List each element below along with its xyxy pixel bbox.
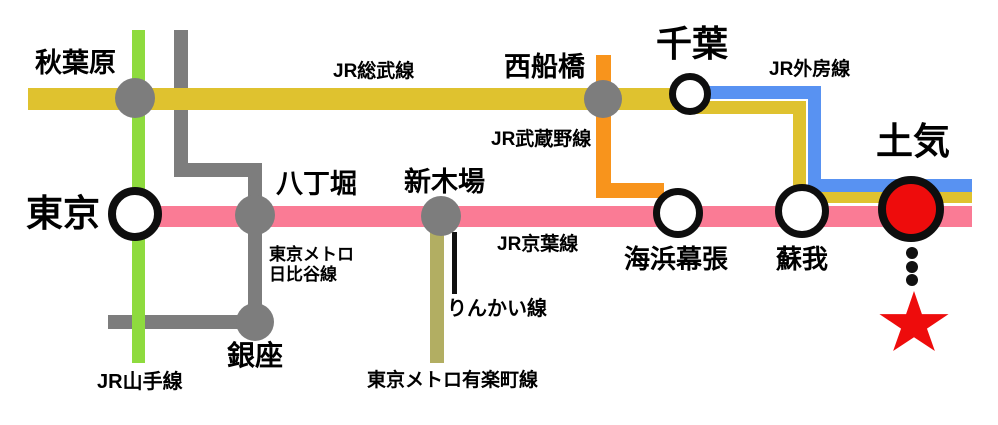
station-marker-kaihin-makuhari — [653, 188, 703, 238]
line-label-keiyo: JR京葉線 — [497, 234, 579, 255]
hibiya-line-segment-horizontal-ginza — [108, 315, 255, 329]
station-label-toke: 土気 — [876, 121, 950, 162]
line-label-hibiya-line1: 東京メトロ — [269, 245, 354, 264]
connector-dot-2 — [906, 261, 918, 273]
yurakucho-line-segment — [430, 228, 444, 363]
musashino-line-segment-vertical — [596, 55, 611, 190]
station-marker-chiba — [669, 73, 711, 115]
station-marker-shinkiba — [421, 196, 461, 236]
station-marker-akihabara — [115, 78, 155, 118]
station-label-kaihin-makuhari: 海浜幕張 — [624, 244, 729, 274]
rinkai-line-segment — [452, 232, 457, 294]
station-label-ginza: 銀座 — [227, 340, 284, 371]
sotobo-yellow-segment-vertical — [793, 101, 806, 203]
line-label-sotobo: JR外房線 — [769, 59, 851, 80]
station-marker-soga — [775, 184, 829, 238]
destination-star-icon — [879, 291, 949, 352]
sotobo-line-segment-horizontal-top — [688, 86, 821, 99]
sotobo-yellow-segment-horizontal-top — [688, 101, 806, 114]
line-label-yamanote: JR山手線 — [97, 371, 183, 393]
station-label-soga: 蘇我 — [776, 244, 829, 274]
musashino-line-segment-horizontal — [596, 183, 664, 198]
line-label-musashino: JR武蔵野線 — [491, 129, 592, 150]
line-label-yurakucho: 東京メトロ有楽町線 — [367, 370, 539, 391]
connector-dot-3 — [906, 274, 918, 286]
station-label-hatchobori: 八丁堀 — [276, 169, 357, 199]
keiyo-line-segment — [135, 206, 972, 227]
station-label-tokyo: 東京 — [26, 193, 100, 234]
station-marker-tokyo — [108, 187, 162, 241]
station-marker-ginza — [236, 303, 274, 341]
station-label-chiba: 千葉 — [656, 23, 729, 64]
connector-dot-1 — [906, 247, 918, 259]
line-label-sobu: JR総武線 — [333, 61, 415, 82]
line-label-rinkai: りんかい線 — [447, 298, 547, 320]
station-label-shinkiba: 新木場 — [404, 167, 485, 197]
sobu-line-segment — [28, 88, 708, 110]
sotobo-line-segment-vertical — [808, 86, 821, 192]
station-marker-hatchobori — [235, 195, 275, 235]
station-label-akihabara: 秋葉原 — [35, 48, 116, 78]
station-label-nishi-funabashi: 西船橋 — [504, 52, 585, 82]
line-label-hibiya: 東京メトロ 日比谷線 — [269, 245, 354, 285]
hibiya-line-segment-horizontal-top — [174, 163, 262, 177]
line-label-hibiya-line2: 日比谷線 — [269, 265, 337, 285]
station-marker-toke-highlighted — [878, 176, 944, 242]
station-marker-nishi-funabashi — [584, 80, 622, 118]
